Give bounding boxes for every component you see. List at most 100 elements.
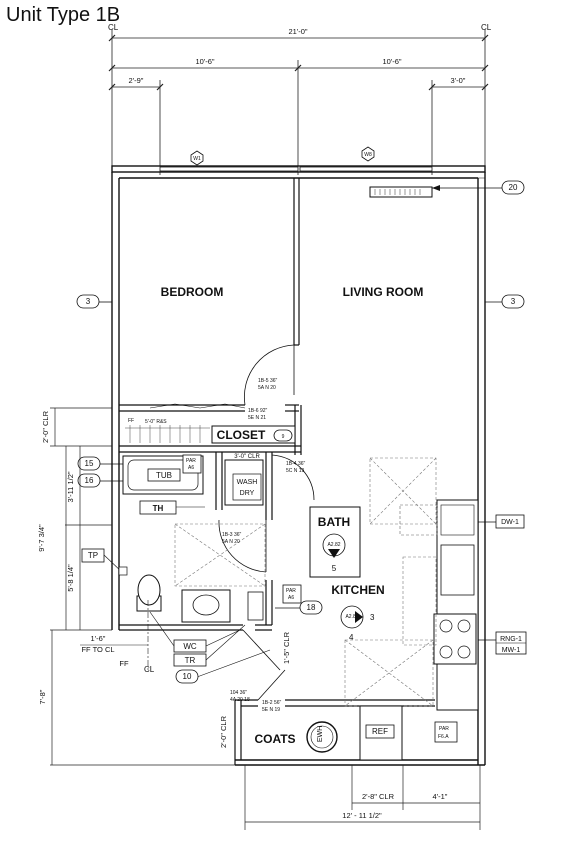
svg-text:1B-4 36": 1B-4 36" xyxy=(286,461,306,467)
svg-text:1B-2 56": 1B-2 56" xyxy=(262,700,282,706)
closet-shelf-hatch xyxy=(125,425,210,443)
door-note-laundry: 1B-4 36" 5C N 19 xyxy=(286,461,306,474)
par-a6-tub-tag: PAR A6 xyxy=(182,454,202,474)
ref-tag: REF xyxy=(372,727,388,736)
th-tag: TH xyxy=(153,504,164,513)
tp-tag-box xyxy=(81,548,105,563)
svg-text:15: 15 xyxy=(85,459,94,468)
bath-upper-dim: 3'-11 1/2" xyxy=(66,471,75,502)
svg-text:1B-5 36": 1B-5 36" xyxy=(258,378,278,384)
svg-text:104 36": 104 36" xyxy=(230,690,247,696)
clearance-zones xyxy=(174,457,437,707)
svg-text:10: 10 xyxy=(183,672,192,681)
wash-clr-dim: 3'-0" CLR xyxy=(234,454,260,460)
svg-text:1B-3 36": 1B-3 36" xyxy=(222,532,242,538)
right-half-dim: 10'-6" xyxy=(382,57,401,66)
coats-door-leaf xyxy=(257,669,286,701)
left-offset-dim: 2'-9" xyxy=(129,76,144,85)
toilet-paper-holder xyxy=(118,566,128,576)
svg-text:4: 4 xyxy=(349,633,354,642)
interior-walls xyxy=(119,178,435,765)
hvac-grille xyxy=(374,189,421,195)
dishwasher-swing xyxy=(399,504,438,536)
ref-bubble-15: 15 xyxy=(77,456,123,471)
room-label-bath: BATH xyxy=(318,515,350,529)
hvac-unit xyxy=(369,186,433,198)
bath-total-dim: 9'-7 3/4" xyxy=(37,524,46,552)
closet-doors xyxy=(149,403,246,409)
bottom-dimensions xyxy=(244,765,481,830)
ref-tag-box xyxy=(365,724,395,739)
entry-door-leaf xyxy=(242,629,281,671)
bottom-left-dim: 7'-8" xyxy=(38,689,47,704)
svg-text:RNG-1: RNG-1 xyxy=(500,636,522,643)
svg-text:EWH: EWH xyxy=(317,726,324,742)
svg-text:3: 3 xyxy=(370,613,375,622)
tp-tag: TP xyxy=(88,551,98,560)
svg-text:F6.A: F6.A xyxy=(438,734,449,740)
room-label-kitchen: KITCHEN xyxy=(331,583,384,597)
page-title: Unit Type 1B xyxy=(6,4,121,26)
svg-text:4A 20 18: 4A 20 18 xyxy=(230,697,250,703)
svg-text:20: 20 xyxy=(509,183,518,192)
ref-bubble-3-right: 3 xyxy=(485,294,525,309)
svg-text:PAR: PAR xyxy=(286,588,296,594)
dryer-label: DRY xyxy=(240,490,255,497)
wc-offset-dim: 1'-6" xyxy=(91,634,106,643)
ref-bubble-18: 18 xyxy=(275,600,323,615)
right-offset-dim: 3'-0" xyxy=(451,76,466,85)
coats-clr-dim: 2'-0" CLR xyxy=(219,715,228,748)
section-marker-bath: A2.82 5 xyxy=(322,533,346,573)
svg-text:9: 9 xyxy=(282,434,285,440)
room-label-living-room: LIVING ROOM xyxy=(343,285,424,299)
door-note-bedroom: 1B-5 36" 5A N 20 xyxy=(258,378,278,391)
dishwasher xyxy=(440,504,475,536)
ref-bubble-9: 9 xyxy=(273,429,293,442)
room-label-bedroom: BEDROOM xyxy=(161,285,224,299)
overall-width-dim: 21'-0" xyxy=(288,27,307,36)
windows xyxy=(159,166,433,172)
kitchen-sink xyxy=(440,544,475,596)
svg-text:PAR: PAR xyxy=(186,458,196,464)
par-f6a-tag: PAR F6.A xyxy=(434,721,458,743)
vanity-clr-dim: 1'-5" CLR xyxy=(282,631,291,664)
svg-text:PAR: PAR xyxy=(439,726,449,732)
room-label-closet: CLOSET xyxy=(217,428,266,442)
top-dimensions xyxy=(111,30,486,175)
washer-label: WASH xyxy=(237,479,258,486)
door-note-coats: 1B-2 56" 5E N 19 xyxy=(262,700,282,713)
ref-bubble-16: 16 xyxy=(77,473,123,488)
ref-bubble-10: 10 xyxy=(175,649,271,684)
kitchen-right-dim: 4'-1" xyxy=(433,792,448,801)
rng-mw-tag: RNG-1 MW-1 xyxy=(478,631,527,655)
door-note-closet: 1B-6 92" 5E N 21 xyxy=(248,408,268,421)
centerline-bottom: CL xyxy=(144,665,155,674)
bedroom-door-swing xyxy=(244,344,295,406)
left-dimensions xyxy=(50,407,235,766)
dim-ticks-top xyxy=(108,34,489,91)
laundry-door-swing xyxy=(271,454,315,501)
svg-text:A6: A6 xyxy=(188,465,194,471)
range-burners xyxy=(439,619,471,659)
toilet xyxy=(136,574,162,612)
centerline-top-right: CL xyxy=(481,23,492,32)
svg-text:W1: W1 xyxy=(193,156,201,162)
left-half-dim: 10'-6" xyxy=(195,57,214,66)
svg-text:5E N 19: 5E N 19 xyxy=(262,707,280,713)
closet-rod-dim: 5'-0" R&S xyxy=(145,419,167,425)
closet-label-box xyxy=(211,425,296,444)
tub-tag-box xyxy=(147,468,181,482)
tub-tag: TUB xyxy=(156,471,172,480)
svg-text:W8: W8 xyxy=(364,152,372,158)
svg-text:1B-6 92": 1B-6 92" xyxy=(248,408,268,414)
wc-tag: WC xyxy=(183,642,197,651)
range xyxy=(433,613,477,665)
window-tag-w1: W1 xyxy=(190,150,204,166)
par-a6-vanity-tag: PAR A6 xyxy=(282,584,302,604)
th-tag-box xyxy=(139,500,177,515)
bathtub-basin xyxy=(127,459,199,491)
svg-text:18: 18 xyxy=(307,603,316,612)
grab-bar-panel xyxy=(247,591,264,621)
wc-tr-leaders xyxy=(149,611,246,661)
